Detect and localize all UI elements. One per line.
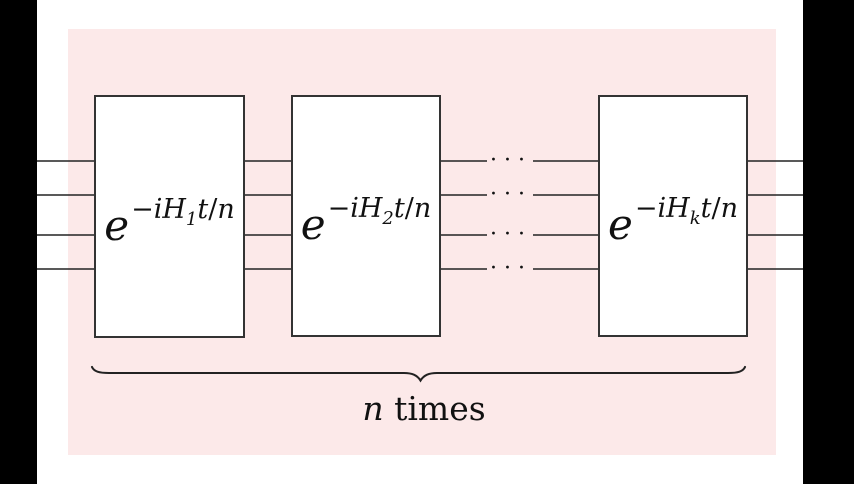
left-letterbox-bar (0, 0, 37, 484)
hamiltonian-subscript: 1 (185, 208, 198, 230)
underbrace (90, 365, 747, 383)
hamiltonian-subscript: 2 (382, 208, 394, 229)
repeat-variable: n (362, 389, 384, 428)
ellipsis-dots-row-3: ··· (490, 222, 532, 247)
gate-box-h2: e−iH2t/n (291, 95, 441, 337)
ellipsis-dots-row-1: ··· (490, 148, 532, 173)
gate-base: e (104, 200, 130, 250)
repeat-caption: n times (94, 389, 754, 428)
repeat-text: times (383, 389, 486, 428)
gate-label-h1: e−iH1t/n (104, 193, 235, 247)
gate-box-hk: e−iHkt/n (598, 95, 748, 337)
gate-base: e (608, 200, 633, 249)
gate-exponent: −iH2t/n (327, 193, 432, 229)
gate-exponent: −iH1t/n (131, 193, 235, 230)
quantum-wires (30, 160, 812, 270)
gate-label-h2: e−iH2t/n (301, 193, 432, 246)
gate-base: e (300, 200, 326, 249)
ellipsis-dots-row-4: ··· (490, 256, 532, 281)
ellipsis-dots-row-2: ··· (490, 182, 532, 207)
gate-box-h1: e−iH1t/n (94, 95, 245, 338)
right-letterbox-bar (803, 0, 854, 484)
gate-exponent: −iHkt/n (634, 193, 738, 229)
gate-label-hk: e−iHkt/n (608, 193, 738, 246)
hamiltonian-subscript: k (689, 208, 701, 229)
